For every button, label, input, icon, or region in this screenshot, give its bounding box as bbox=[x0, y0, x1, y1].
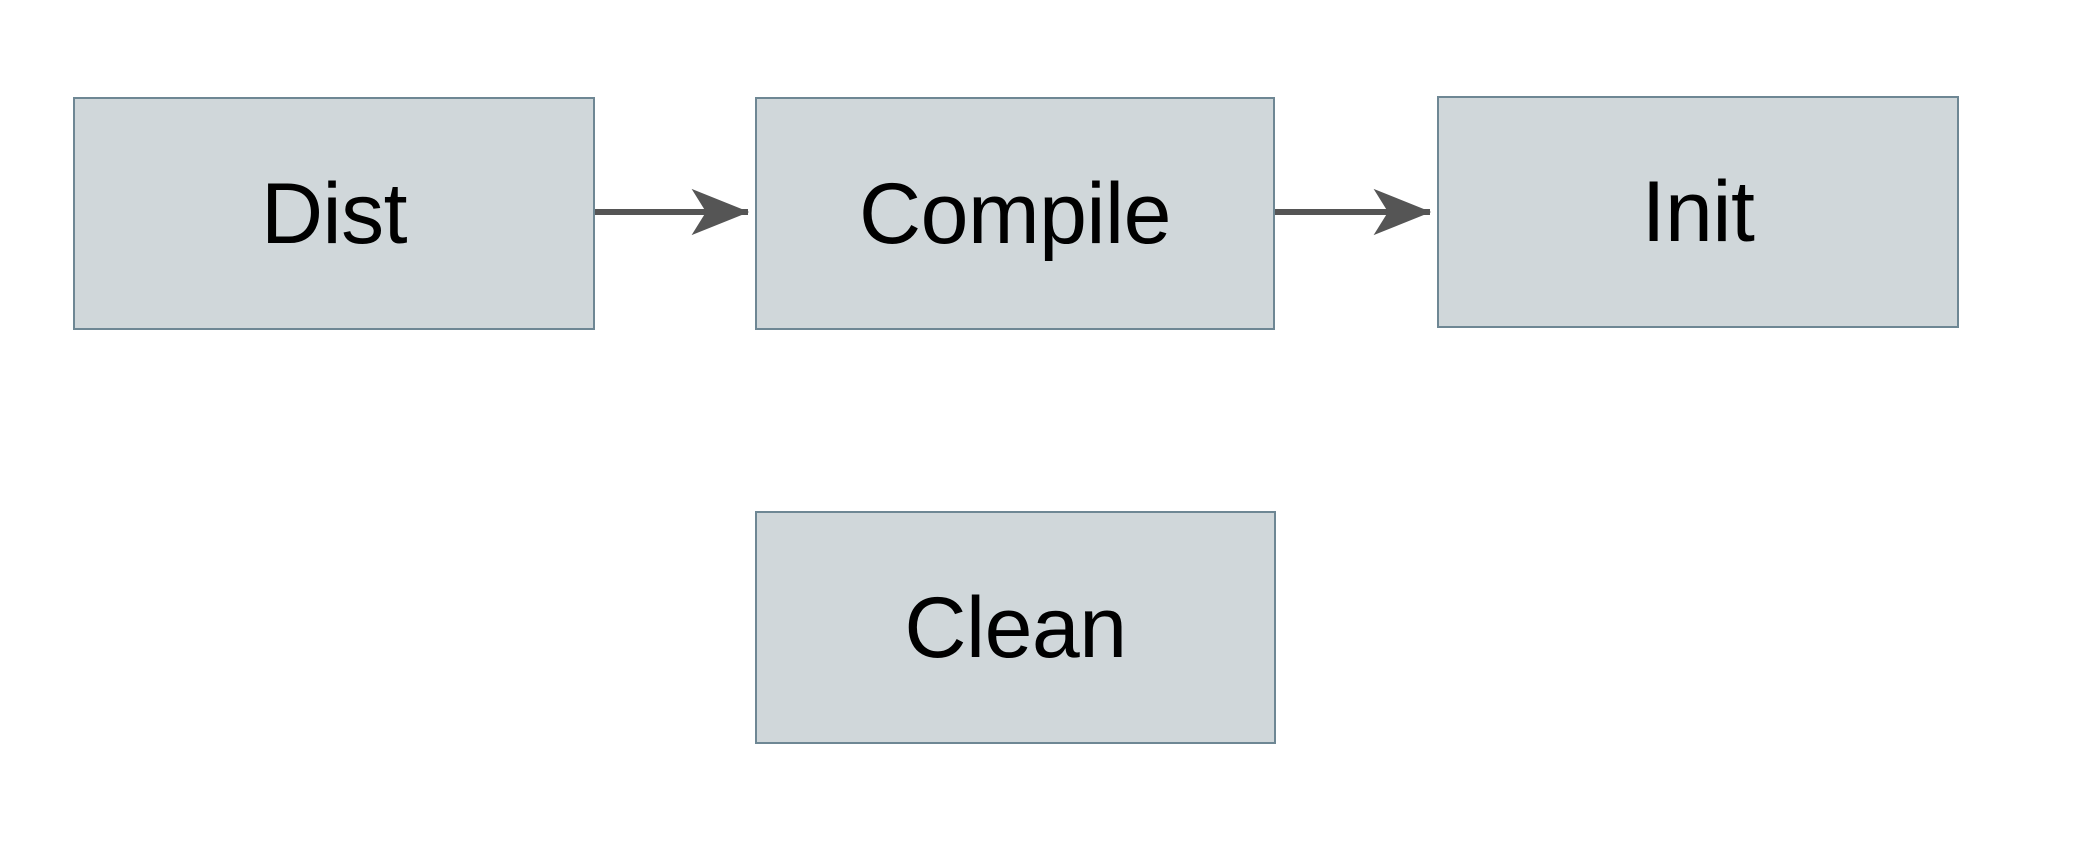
node-dist[interactable]: Dist bbox=[73, 97, 595, 330]
node-compile[interactable]: Compile bbox=[755, 97, 1275, 330]
node-label-init: Init bbox=[1641, 164, 1755, 260]
node-label-dist: Dist bbox=[260, 165, 408, 262]
node-init[interactable]: Init bbox=[1437, 96, 1959, 328]
node-clean[interactable]: Clean bbox=[755, 511, 1276, 744]
node-label-compile: Compile bbox=[859, 165, 1171, 262]
node-label-clean: Clean bbox=[904, 579, 1127, 676]
